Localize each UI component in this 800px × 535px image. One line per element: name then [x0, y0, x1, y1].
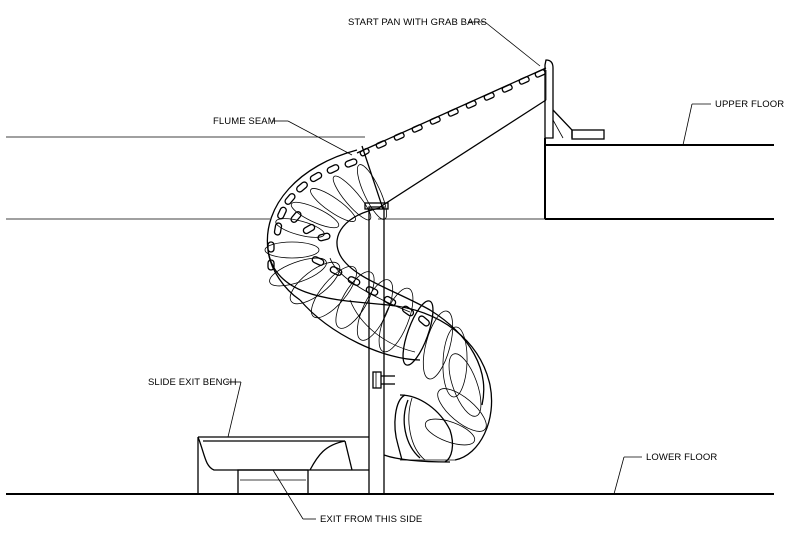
- straight-flume: [356, 67, 547, 210]
- start-pan-label: START PAN WITH GRAB BARS: [348, 17, 487, 28]
- upper-floor-leader: [682, 103, 711, 146]
- slide-exit-bench-label: SLIDE EXIT BENCH: [148, 377, 237, 388]
- flume-hoops: [264, 164, 487, 446]
- lower-floor-leader: [613, 456, 642, 495]
- start-pan-leader: [468, 21, 541, 67]
- upper-floor-label: UPPER FLOOR: [715, 99, 784, 110]
- flume-grab-slots: [267, 158, 430, 327]
- lower-floor-label: LOWER FLOOR: [646, 452, 717, 463]
- slide-exit-bench-leader: [226, 381, 242, 438]
- start-pan: [544, 59, 605, 140]
- support-post: [364, 202, 395, 495]
- upper-floor-slab: [544, 138, 774, 220]
- exit-side-label: EXIT FROM THIS SIDE: [320, 514, 422, 525]
- grab-bar-slots: [359, 69, 546, 157]
- flume-seam-label: FLUME SEAM: [213, 116, 276, 127]
- exit-bench: [197, 436, 451, 495]
- flume-seam-leader: [272, 120, 353, 156]
- exit-side-leader: [272, 469, 316, 520]
- spiral-flume: [264, 149, 493, 463]
